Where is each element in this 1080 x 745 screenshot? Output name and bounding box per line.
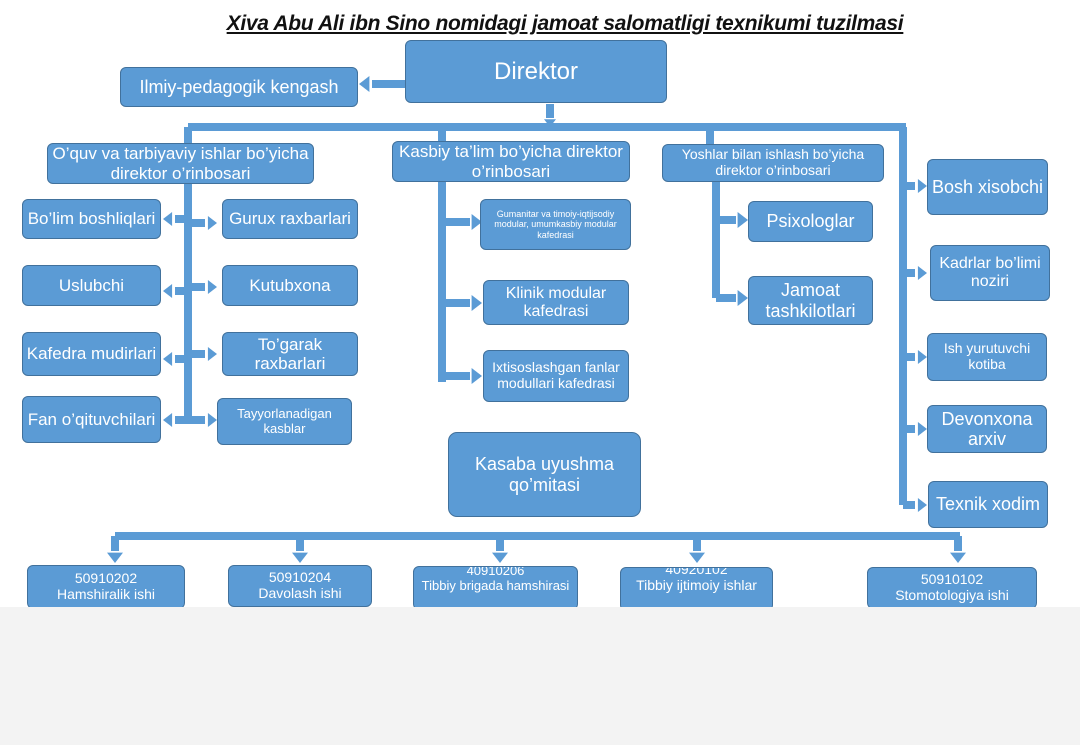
arrowhead bbox=[163, 413, 173, 427]
archive-label: Devonxona arxiv bbox=[941, 408, 1033, 449]
specialty-code: 50910202 bbox=[74, 570, 138, 587]
chief-accountant-box: Bosh xisobchi bbox=[927, 159, 1048, 215]
specialty-name: Tibbiy ijtimoiy ishlar bbox=[636, 576, 757, 593]
hr-inspector-label: Kadrlar bo’limi noziri bbox=[939, 255, 1041, 290]
director-label: Direktor bbox=[493, 58, 578, 85]
specialization-department-label: Ixtisoslashgan fanlar modullari kafedras… bbox=[492, 359, 620, 391]
deputy-education-box: O’quv va tarbiyaviy ishlar bo’yicha dire… bbox=[47, 143, 314, 184]
public-organizations-label: Jamoat tashkilotlari bbox=[765, 280, 856, 321]
arrowhead bbox=[917, 179, 927, 193]
subject-teachers-box: Fan o’qituvchilari bbox=[22, 396, 161, 443]
club-leaders-box: To’garak raxbarlari bbox=[222, 332, 358, 376]
trade-union-label: Kasaba uyushma qo’mitasi bbox=[474, 454, 615, 495]
director-box: Direktor bbox=[405, 40, 667, 103]
archive-box: Devonxona arxiv bbox=[927, 405, 1047, 453]
prepared-professions-box: Tayyorlanadigan kasblar bbox=[217, 398, 352, 445]
arrowhead bbox=[917, 350, 927, 364]
arrowhead bbox=[163, 212, 173, 226]
deputy-youth-label: Yoshlar bilan ishlash bo’yicha direktor … bbox=[681, 146, 865, 178]
pedagogical-council-label: Ilmiy-pedagogik kengash bbox=[139, 76, 339, 97]
methodologist-box: Uslubchi bbox=[22, 265, 161, 306]
psychologists-label: Psixologlar bbox=[766, 211, 855, 232]
group-leaders-box: Gurux raxbarlari bbox=[222, 199, 358, 239]
psychologists-box: Psixologlar bbox=[748, 201, 873, 242]
org-chart: Xiva Abu Ali ibn Sino nomidagi jamoat sa… bbox=[22, 12, 1050, 607]
department-heads-box: Bo’lim boshliqlari bbox=[22, 199, 161, 239]
club-leaders-label: To’garak raxbarlari bbox=[254, 334, 326, 373]
technical-staff-label: Texnik xodim bbox=[935, 494, 1041, 515]
specialty-name: Tibbiy brigada hamshirasi bbox=[421, 577, 570, 593]
arrowhead bbox=[207, 413, 217, 427]
clinical-department-box: Klinik modular kafedrasi bbox=[483, 280, 629, 325]
arrowhead bbox=[207, 216, 217, 230]
arrowhead bbox=[471, 214, 482, 230]
deputy-education-label: O’quv va tarbiyaviy ishlar bo’yicha dire… bbox=[52, 144, 309, 183]
humanitarian-department-label: Gumanitar va timoiy-iqtijsodiy modular, … bbox=[494, 209, 617, 240]
arrowhead bbox=[544, 119, 556, 127]
deputy-vocational-label: Kasbiy ta’lim bo’yicha direktor o’rinbos… bbox=[399, 142, 623, 181]
arrowhead bbox=[737, 212, 748, 228]
specialty-code: 50910102 bbox=[920, 571, 984, 588]
specialty-code: 40910206 bbox=[466, 566, 525, 578]
arrowhead bbox=[917, 266, 927, 280]
library-label: Kutubxona bbox=[249, 275, 331, 295]
arrowhead bbox=[471, 368, 482, 384]
humanitarian-department-box: Gumanitar va timoiy-iqtijsodiy modular, … bbox=[480, 199, 631, 250]
arrowhead bbox=[163, 352, 173, 366]
group-leaders-label: Gurux raxbarlari bbox=[229, 209, 351, 229]
deputy-youth-box: Yoshlar bilan ishlash bo’yicha direktor … bbox=[662, 144, 884, 182]
hr-inspector-box: Kadrlar bo’limi noziri bbox=[930, 245, 1050, 301]
library-box: Kutubxona bbox=[222, 265, 358, 306]
technical-staff-box: Texnik xodim bbox=[928, 481, 1048, 528]
office-secretary-label: Ish yurutuvchi kotiba bbox=[943, 340, 1031, 372]
chair-heads-label: Kafedra mudirlari bbox=[26, 344, 157, 364]
public-organizations-box: Jamoat tashkilotlari bbox=[748, 276, 873, 325]
screenshot-blank-area bbox=[0, 607, 1080, 745]
arrowhead bbox=[950, 552, 966, 563]
specialty-name: Hamshiralik ishi bbox=[56, 586, 156, 602]
specialty-name: Stomotologiya ishi bbox=[895, 587, 1009, 603]
specialty-code: 50910204 bbox=[268, 569, 332, 586]
arrowhead bbox=[917, 498, 927, 512]
arrowhead bbox=[737, 290, 748, 306]
deputy-vocational-box: Kasbiy ta’lim bo’yicha direktor o’rinbos… bbox=[392, 141, 630, 182]
connector-arrows bbox=[107, 76, 966, 563]
arrowhead bbox=[207, 280, 217, 294]
arrowhead bbox=[917, 422, 927, 436]
specialty-code: 40920102 bbox=[665, 567, 728, 577]
arrowhead bbox=[107, 552, 123, 563]
pedagogical-council-box: Ilmiy-pedagogik kengash bbox=[120, 67, 358, 107]
clinical-department-label: Klinik modular kafedrasi bbox=[505, 284, 607, 320]
chief-accountant-label: Bosh xisobchi bbox=[931, 176, 1044, 197]
arrowhead bbox=[492, 552, 508, 563]
arrowhead bbox=[292, 552, 308, 563]
subject-teachers-label: Fan o’qituvchilari bbox=[27, 409, 156, 429]
department-heads-label: Bo’lim boshliqlari bbox=[27, 209, 156, 229]
prepared-professions-label: Tayyorlanadigan kasblar bbox=[237, 405, 332, 436]
office-secretary-box: Ish yurutuvchi kotiba bbox=[927, 333, 1047, 381]
arrowhead bbox=[163, 284, 173, 298]
arrowhead bbox=[471, 295, 482, 311]
arrowhead bbox=[207, 347, 217, 361]
chart-title: Xiva Abu Ali ibn Sino nomidagi jamoat sa… bbox=[226, 12, 904, 35]
specialization-department-box: Ixtisoslashgan fanlar modullari kafedras… bbox=[483, 350, 629, 402]
methodologist-label: Uslubchi bbox=[58, 275, 125, 295]
trade-union-box: Kasaba uyushma qo’mitasi bbox=[448, 432, 641, 517]
arrowhead bbox=[359, 76, 370, 92]
chair-heads-box: Kafedra mudirlari bbox=[22, 332, 161, 376]
arrowhead bbox=[689, 552, 705, 563]
specialty-name: Davolash ishi bbox=[258, 585, 342, 601]
